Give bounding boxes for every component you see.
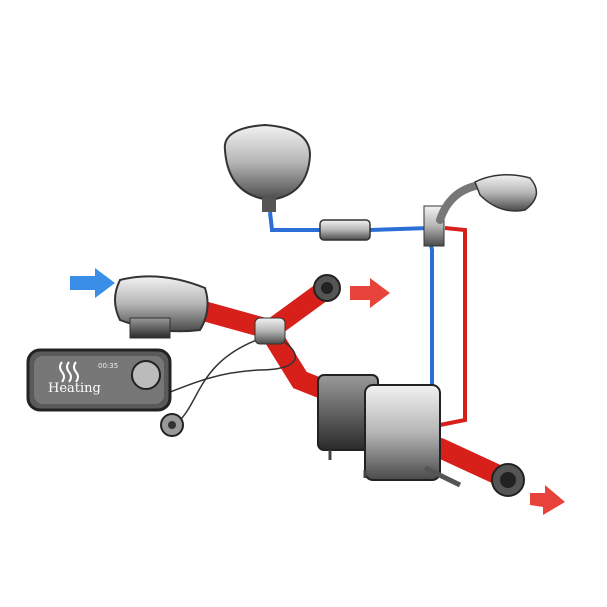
air-vent-outlet bbox=[491, 463, 525, 497]
panel-time: 00:35 bbox=[98, 362, 118, 370]
heat-waves-icon bbox=[59, 361, 79, 383]
duct-heater-to-junction bbox=[190, 300, 275, 338]
panel-label: Heating bbox=[48, 381, 101, 396]
control-knob[interactable] bbox=[131, 360, 161, 390]
cold-air-intake-arrow-icon bbox=[70, 268, 115, 298]
control-panel[interactable]: Heating 00:35 bbox=[26, 348, 172, 412]
control-cable bbox=[149, 337, 297, 421]
hot-air-outlet-arrow-icon bbox=[530, 485, 565, 515]
hot-water-pipe bbox=[439, 226, 467, 427]
thermostat-sensor bbox=[160, 413, 184, 437]
air-heater-unit bbox=[114, 275, 209, 339]
water-tank bbox=[223, 123, 312, 212]
combi-heater-boiler bbox=[317, 374, 462, 488]
air-vent-upper bbox=[313, 274, 341, 302]
y-junction bbox=[254, 317, 286, 345]
water-filter bbox=[319, 219, 371, 241]
shower-head-icon bbox=[436, 174, 538, 224]
hot-air-arrow-icon bbox=[350, 278, 390, 308]
